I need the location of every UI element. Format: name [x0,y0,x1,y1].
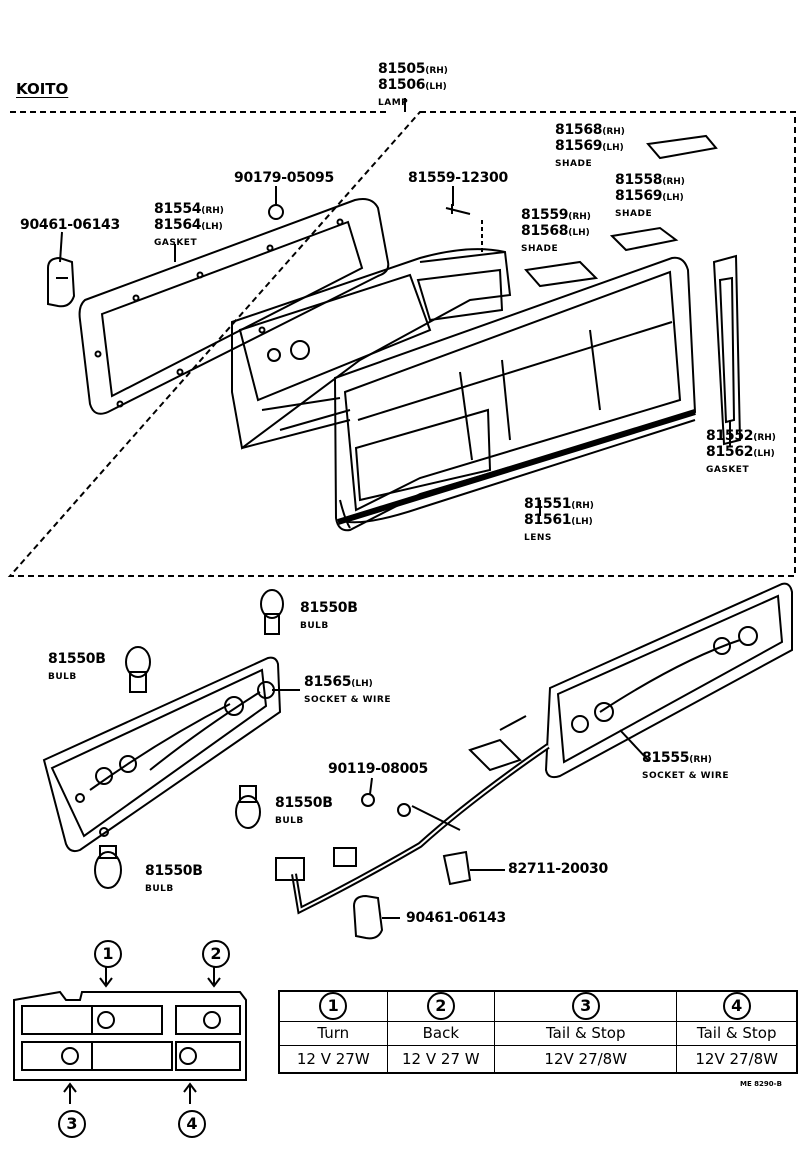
lens-shape [333,256,697,532]
table-row: Turn Back Tail & Stop Tail & Stop [278,1020,798,1046]
screw-b-label: 81559-12300 [408,170,508,186]
gasket-back-shape [78,198,390,415]
lamp-label: 81505(RH) 81506(LH) LAMP [378,61,448,108]
bulb-mid-shape [235,785,261,829]
table-cell: Back [386,1020,496,1046]
gasket-back-label: 81554(RH) 81564(LH) GASKET [154,201,224,248]
gasket-side-label: 81552(RH) 81562(LH) GASKET [706,428,776,475]
clip-top-shape [47,256,76,308]
position-marker-2: 2 [202,940,230,968]
lens-label: 81551(RH) 81561(LH) LENS [524,496,594,543]
table-header-cell: 3 [494,990,678,1022]
reference-code: ME 8290-B [740,1080,782,1088]
table-cell: Tail & Stop [676,1020,798,1046]
table-cell: 12 V 27 W [386,1044,496,1074]
position-marker-1: 1 [94,940,122,968]
shade-top-shape [646,134,718,160]
bulb-spec-table: 1 2 3 4 Turn Back Tail & Stop Tail & Sto… [278,990,798,1074]
table-header-cell: 4 [676,990,798,1022]
housing-shape [231,248,512,450]
table-header-cell: 2 [386,990,496,1022]
clip-bottom-label: 90461-06143 [406,910,506,926]
shade-small-label: 81559(RH) 81568(LH) SHADE [521,207,591,254]
table-row: 12 V 27W 12 V 27 W 12V 27/8W 12V 27/8W [278,1044,798,1074]
screw-c-shape [361,793,375,807]
clamp-label: 82711-20030 [508,861,608,877]
screw-a-shape [268,204,284,220]
shade-top-label: 81568(RH) 81569(LH) SHADE [555,122,625,169]
table-header-row: 1 2 3 4 [278,990,798,1022]
socket-plate-rh [544,582,793,779]
screw-c-label: 90119-08005 [328,761,428,777]
socket-lh-label: 81565(LH) SOCKET & WIRE [304,674,391,705]
socket-rh-label: 81555(RH) SOCKET & WIRE [642,750,729,781]
table-cell: Tail & Stop [494,1020,678,1046]
clip-bottom-shape [352,894,384,940]
position-marker-4: 4 [178,1110,206,1138]
clamp-shape [442,850,472,886]
table-header-cell: 1 [278,990,388,1022]
shade-mid-label: 81558(RH) 81569(LH) SHADE [615,172,685,219]
table-cell: 12V 27/8W [676,1044,798,1074]
table-cell: Turn [278,1020,388,1046]
table-cell: 12V 27/8W [494,1044,678,1074]
shade-small-shape [524,260,599,288]
socket-plate-lh [42,656,282,853]
assembly-boundary [7,111,796,577]
bulb-bottom-shape [94,845,122,889]
brand-label: KOITO [16,80,69,98]
position-diagram [13,966,247,1104]
wire-harness [275,715,550,940]
table-cell: 12 V 27W [278,1044,388,1074]
position-marker-3: 3 [58,1110,86,1138]
clip-top-label: 90461-06143 [20,217,120,233]
shade-mid-shape [609,226,679,252]
bulb-left-shape [125,646,151,693]
screw-a-label: 90179-05095 [234,170,334,186]
bulb-top-shape [260,589,284,635]
screw-b-shape [445,204,471,215]
gasket-side-shape [712,254,742,446]
